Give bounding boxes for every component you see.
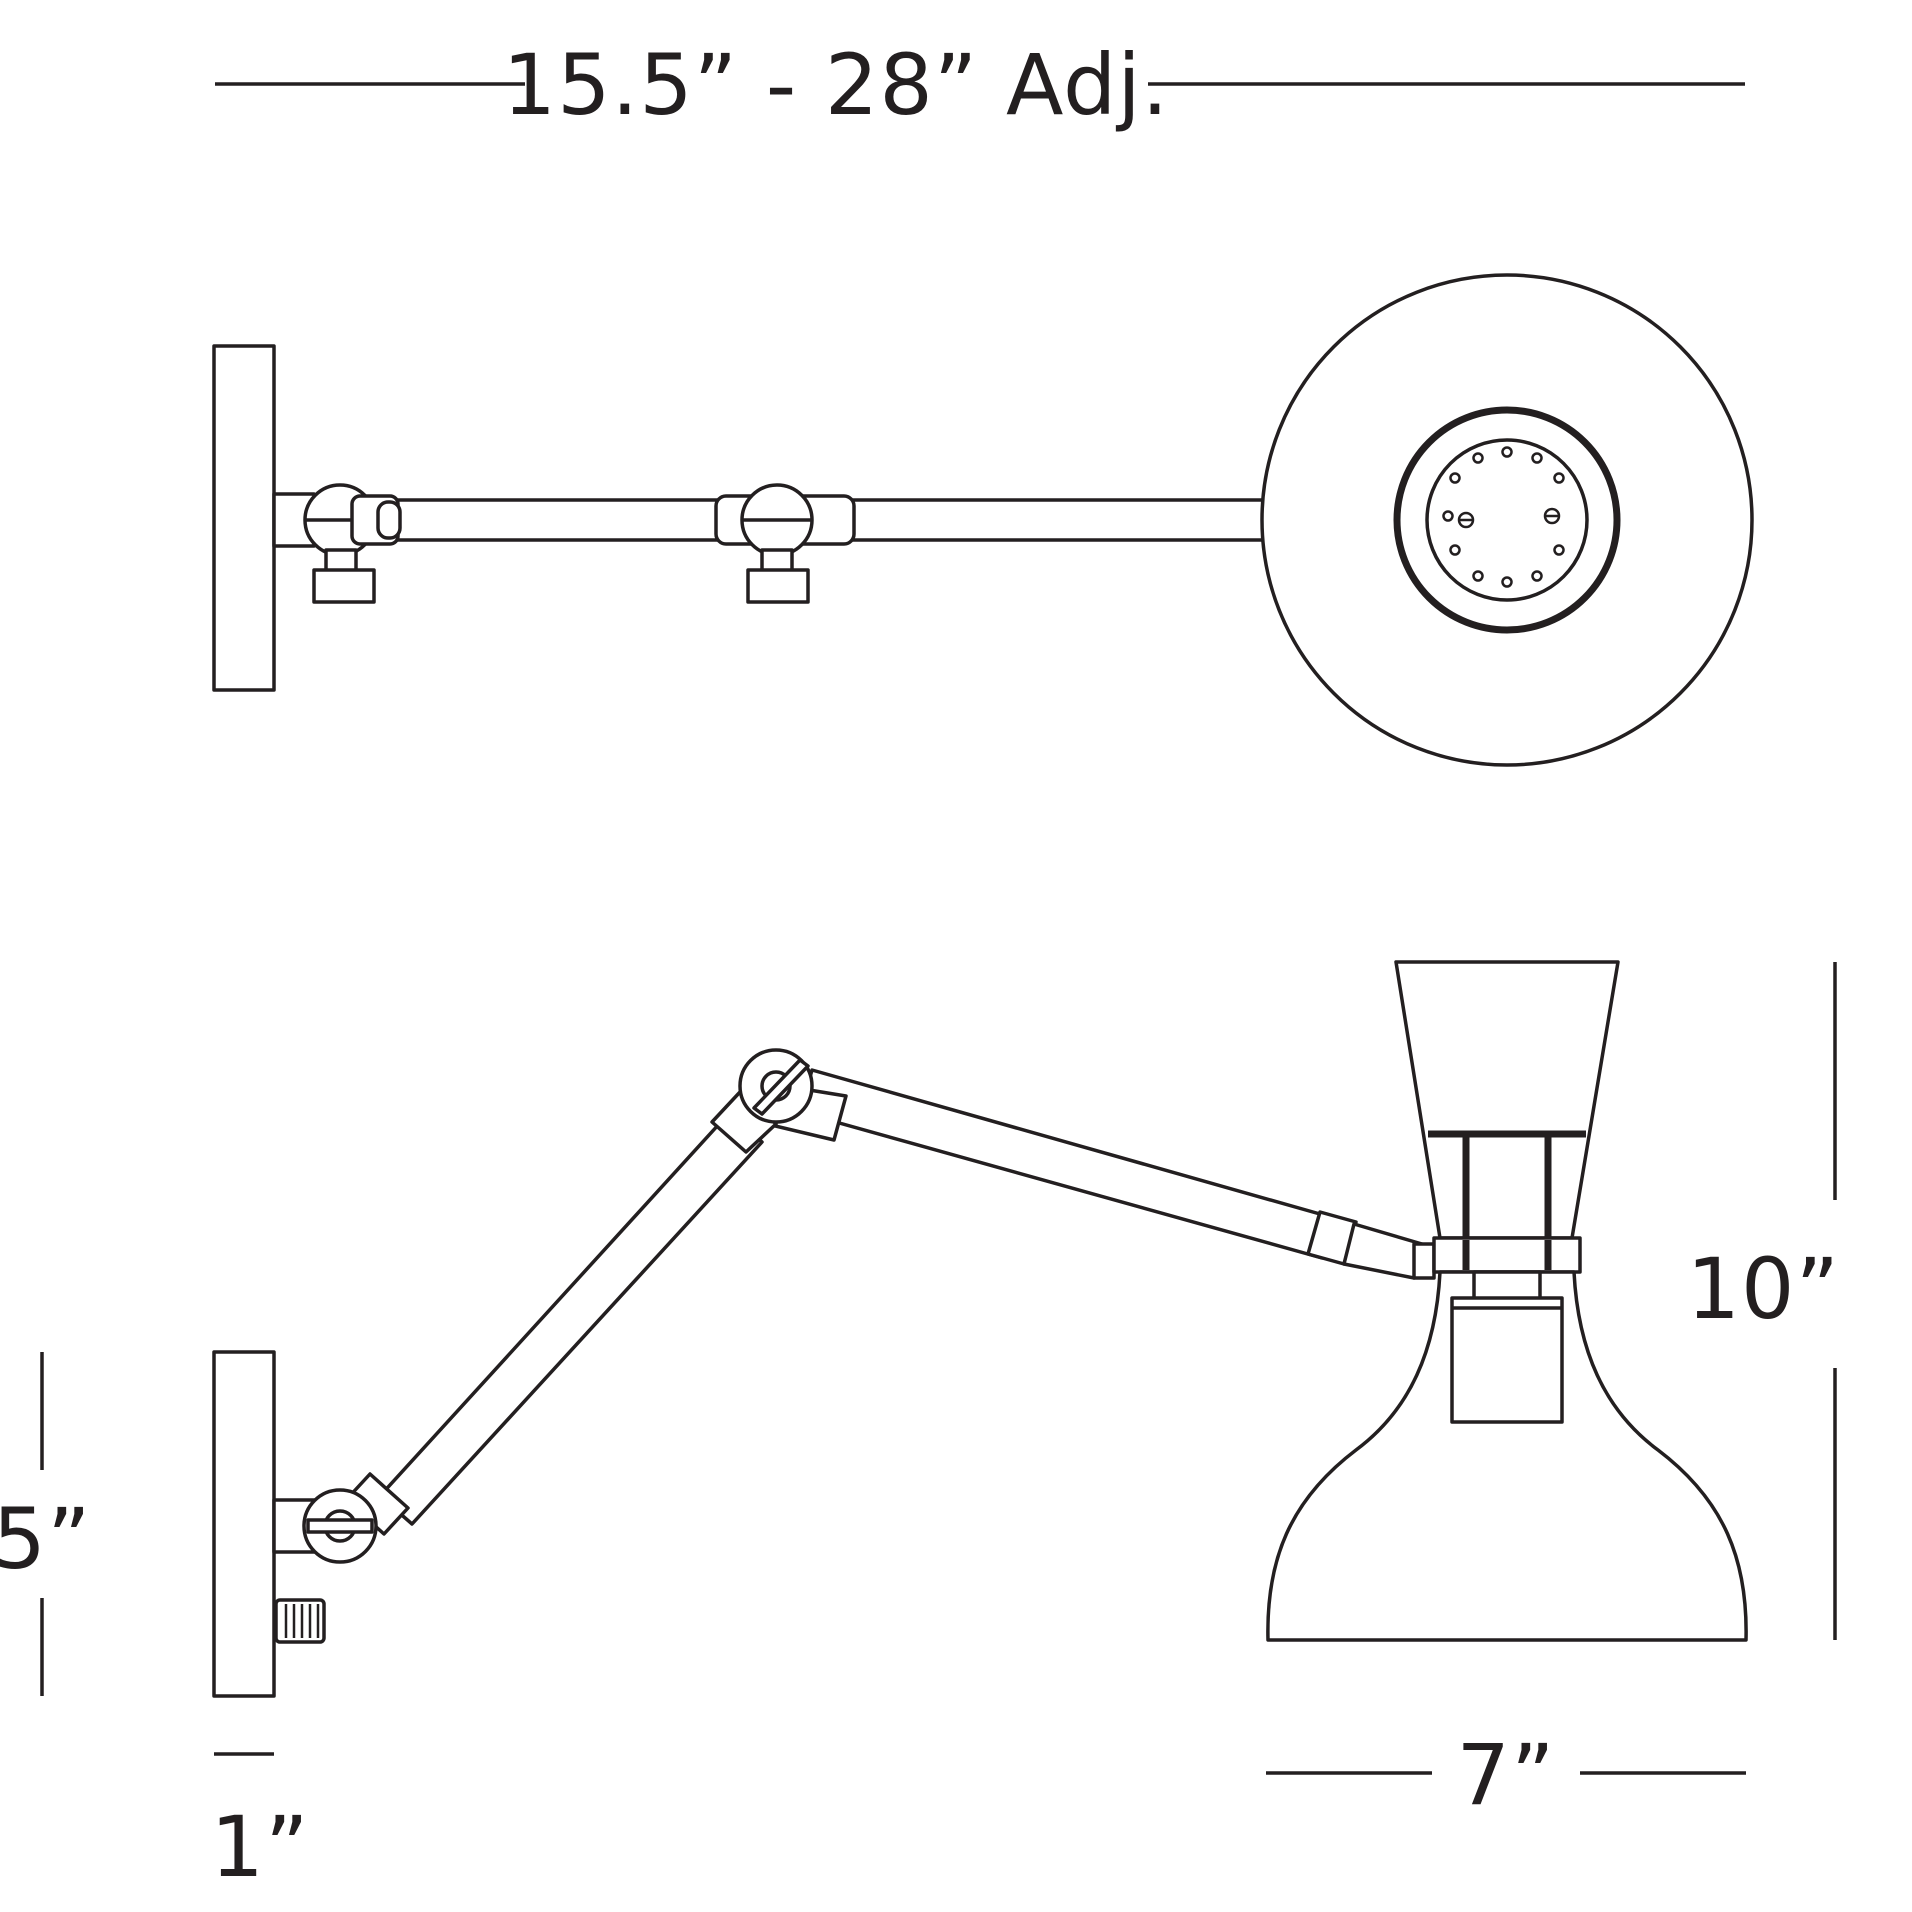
shade-width-dimension: 7”: [1266, 1726, 1746, 1824]
side-shade-top-cone: [1394, 960, 1620, 1240]
side-joint-1: [302, 1488, 378, 1564]
backplate-height-label: 5”: [0, 1490, 91, 1588]
shade-height-dimension: 10”: [1687, 962, 1840, 1640]
side-backplate: [212, 1350, 276, 1698]
side-lower-arm: [378, 1110, 764, 1526]
backplate-knob: [274, 1598, 326, 1644]
top-joint-2: [714, 483, 856, 604]
shade-width-label: 7”: [1457, 1726, 1556, 1824]
backplate-depth-label: 1”: [211, 1798, 310, 1896]
arm-length-dimension: 15.5” - 28” Adj.: [215, 36, 1745, 134]
top-shade-disc: [1260, 273, 1754, 767]
top-backplate: [212, 344, 276, 692]
top-shade-holes: [1442, 446, 1565, 588]
top-view: [212, 273, 1754, 767]
backplate-depth-dimension: 1”: [211, 1752, 310, 1896]
side-view: [212, 960, 1748, 1698]
backplate-height-dimension: 5”: [0, 1352, 91, 1696]
shade-height-label: 10”: [1687, 1240, 1840, 1338]
side-upper-arm: [798, 1068, 1336, 1260]
side-joint-2: [738, 1048, 814, 1124]
side-shade-bell: [1266, 1270, 1748, 1642]
arm-length-label: 15.5” - 28” Adj.: [503, 36, 1170, 134]
